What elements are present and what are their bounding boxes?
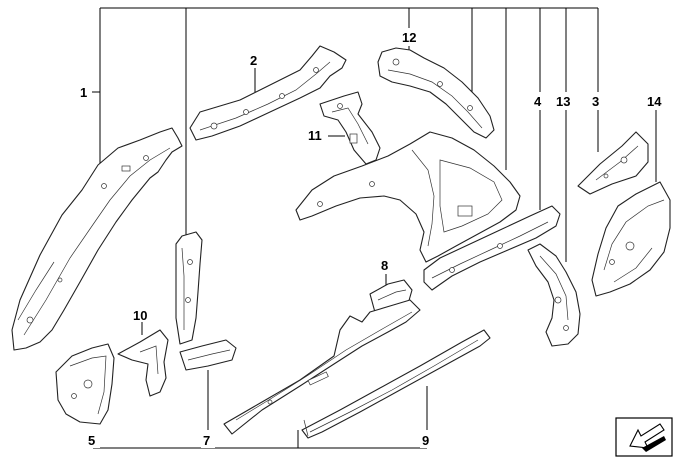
label-9: 9 bbox=[422, 433, 429, 448]
part-2-roof-rail bbox=[189, 45, 347, 141]
label-7: 7 bbox=[203, 433, 210, 448]
label-5: 5 bbox=[88, 433, 95, 448]
part-3-plate bbox=[577, 131, 649, 195]
label-13: 13 bbox=[556, 94, 570, 109]
label-3: 3 bbox=[592, 94, 599, 109]
direction-arrow-icon bbox=[615, 417, 673, 457]
part-rocker-outer bbox=[223, 299, 421, 435]
part-14-wheel-arch bbox=[591, 181, 671, 297]
part-10-gusset bbox=[117, 329, 169, 397]
part-7-lower-bracket bbox=[179, 339, 237, 371]
label-11: 11 bbox=[308, 128, 322, 143]
label-14: 14 bbox=[647, 94, 662, 109]
label-10: 10 bbox=[133, 308, 147, 323]
part-labels: 1 2 12 4 13 3 14 11 8 10 5 7 9 bbox=[78, 28, 662, 448]
part-9-sill-reinforcement bbox=[301, 329, 491, 439]
label-12: 12 bbox=[402, 30, 416, 45]
label-2: 2 bbox=[250, 53, 257, 68]
part-13-rear-pillar bbox=[527, 243, 581, 347]
label-4: 4 bbox=[534, 94, 542, 109]
part-4-rear-rail bbox=[423, 205, 561, 291]
part-11-bracket bbox=[319, 91, 381, 165]
label-1: 1 bbox=[80, 85, 87, 100]
leader-lines bbox=[92, 7, 657, 449]
part-side-frame-outer bbox=[295, 131, 521, 263]
part-12-rear-rail bbox=[377, 47, 495, 139]
part-1-a-pillar bbox=[11, 127, 183, 351]
label-8: 8 bbox=[381, 258, 388, 273]
part-5-front-panel bbox=[55, 343, 115, 425]
part-b-pillar bbox=[175, 231, 203, 345]
